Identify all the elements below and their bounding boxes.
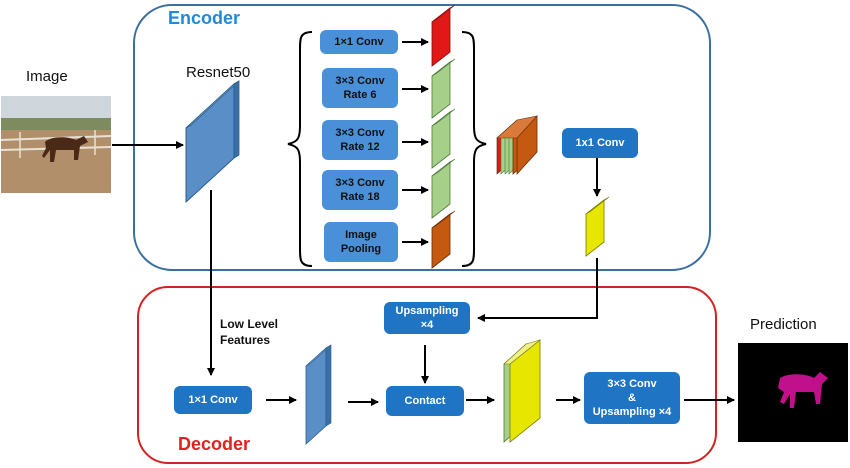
decoder-title: Decoder: [178, 434, 251, 454]
feature-map-green-r12: [431, 108, 456, 169]
low-level-line2: Features: [220, 333, 271, 347]
contact-text: Contact: [404, 395, 446, 407]
final-line2: &: [628, 392, 636, 404]
contact-box: Contact: [386, 386, 464, 416]
resnet-block: [185, 80, 240, 204]
decoder-concat-block: [503, 339, 541, 443]
encoder-output-block: [585, 196, 610, 257]
upsampling-box: Upsampling ×4: [384, 302, 470, 334]
arrow-encoder-to-upsampling: [477, 258, 598, 322]
encoder-title: Encoder: [168, 8, 241, 28]
aspp-conv1x1-box: 1×1 Conv: [320, 30, 398, 54]
upsampling-line1: Upsampling: [395, 305, 459, 317]
aspp-r18-line2: Rate 18: [340, 191, 380, 203]
final-line1: 3×3 Conv: [607, 378, 657, 390]
aspp-r12-line1: 3×3 Conv: [335, 127, 385, 139]
low-level-line1: Low Level: [220, 317, 279, 331]
input-image: [0, 96, 112, 193]
aspp-r12-line2: Rate 12: [340, 141, 380, 153]
feature-map-red: [431, 4, 456, 67]
aspp-pool-line2: Pooling: [340, 243, 382, 255]
aspp-conv3x3-rate18-box: 3×3 Conv Rate 18: [322, 170, 398, 210]
decoder-conv1x1-box: 1×1 Conv: [174, 386, 252, 414]
final-conv-upsampling-box: 3×3 Conv & Upsampling ×4: [584, 372, 680, 424]
decoder-frame: [137, 286, 717, 464]
brace-right: [461, 31, 487, 267]
aspp-r6-line2: Rate 6: [343, 89, 377, 101]
encoder-conv1x1-box: 1x1 Conv: [562, 128, 638, 158]
resnet-label: Resnet50: [186, 64, 251, 81]
encoder-conv1x1-text: 1x1 Conv: [575, 137, 625, 149]
brace-left: [287, 31, 313, 267]
final-line3: Upsampling ×4: [592, 406, 672, 418]
upsampling-line2: ×4: [420, 319, 434, 331]
aspp-conv3x3-rate12-box: 3×3 Conv Rate 12: [322, 120, 398, 160]
decoder-slab: [305, 344, 332, 445]
concat-stack: [496, 114, 538, 176]
image-label: Image: [26, 68, 68, 85]
aspp-pool-line1: Image: [345, 229, 377, 241]
encoder-frame: [133, 4, 711, 271]
aspp-image-pooling-box: Image Pooling: [324, 222, 398, 262]
aspp-conv1x1-text: 1×1 Conv: [334, 36, 384, 48]
feature-map-green-r6: [431, 58, 456, 119]
horse-mask: [778, 372, 828, 408]
aspp-r6-line1: 3×3 Conv: [335, 75, 385, 87]
prediction-image: [738, 343, 848, 442]
prediction-label: Prediction: [750, 316, 817, 333]
aspp-r18-line1: 3×3 Conv: [335, 177, 385, 189]
aspp-conv3x3-rate6-box: 3×3 Conv Rate 6: [322, 68, 398, 108]
feature-map-orange: [431, 210, 456, 269]
feature-map-green-r18: [431, 158, 456, 219]
low-level-features-label: Low Level Features: [220, 316, 278, 348]
decoder-conv1x1-text: 1×1 Conv: [188, 394, 238, 406]
